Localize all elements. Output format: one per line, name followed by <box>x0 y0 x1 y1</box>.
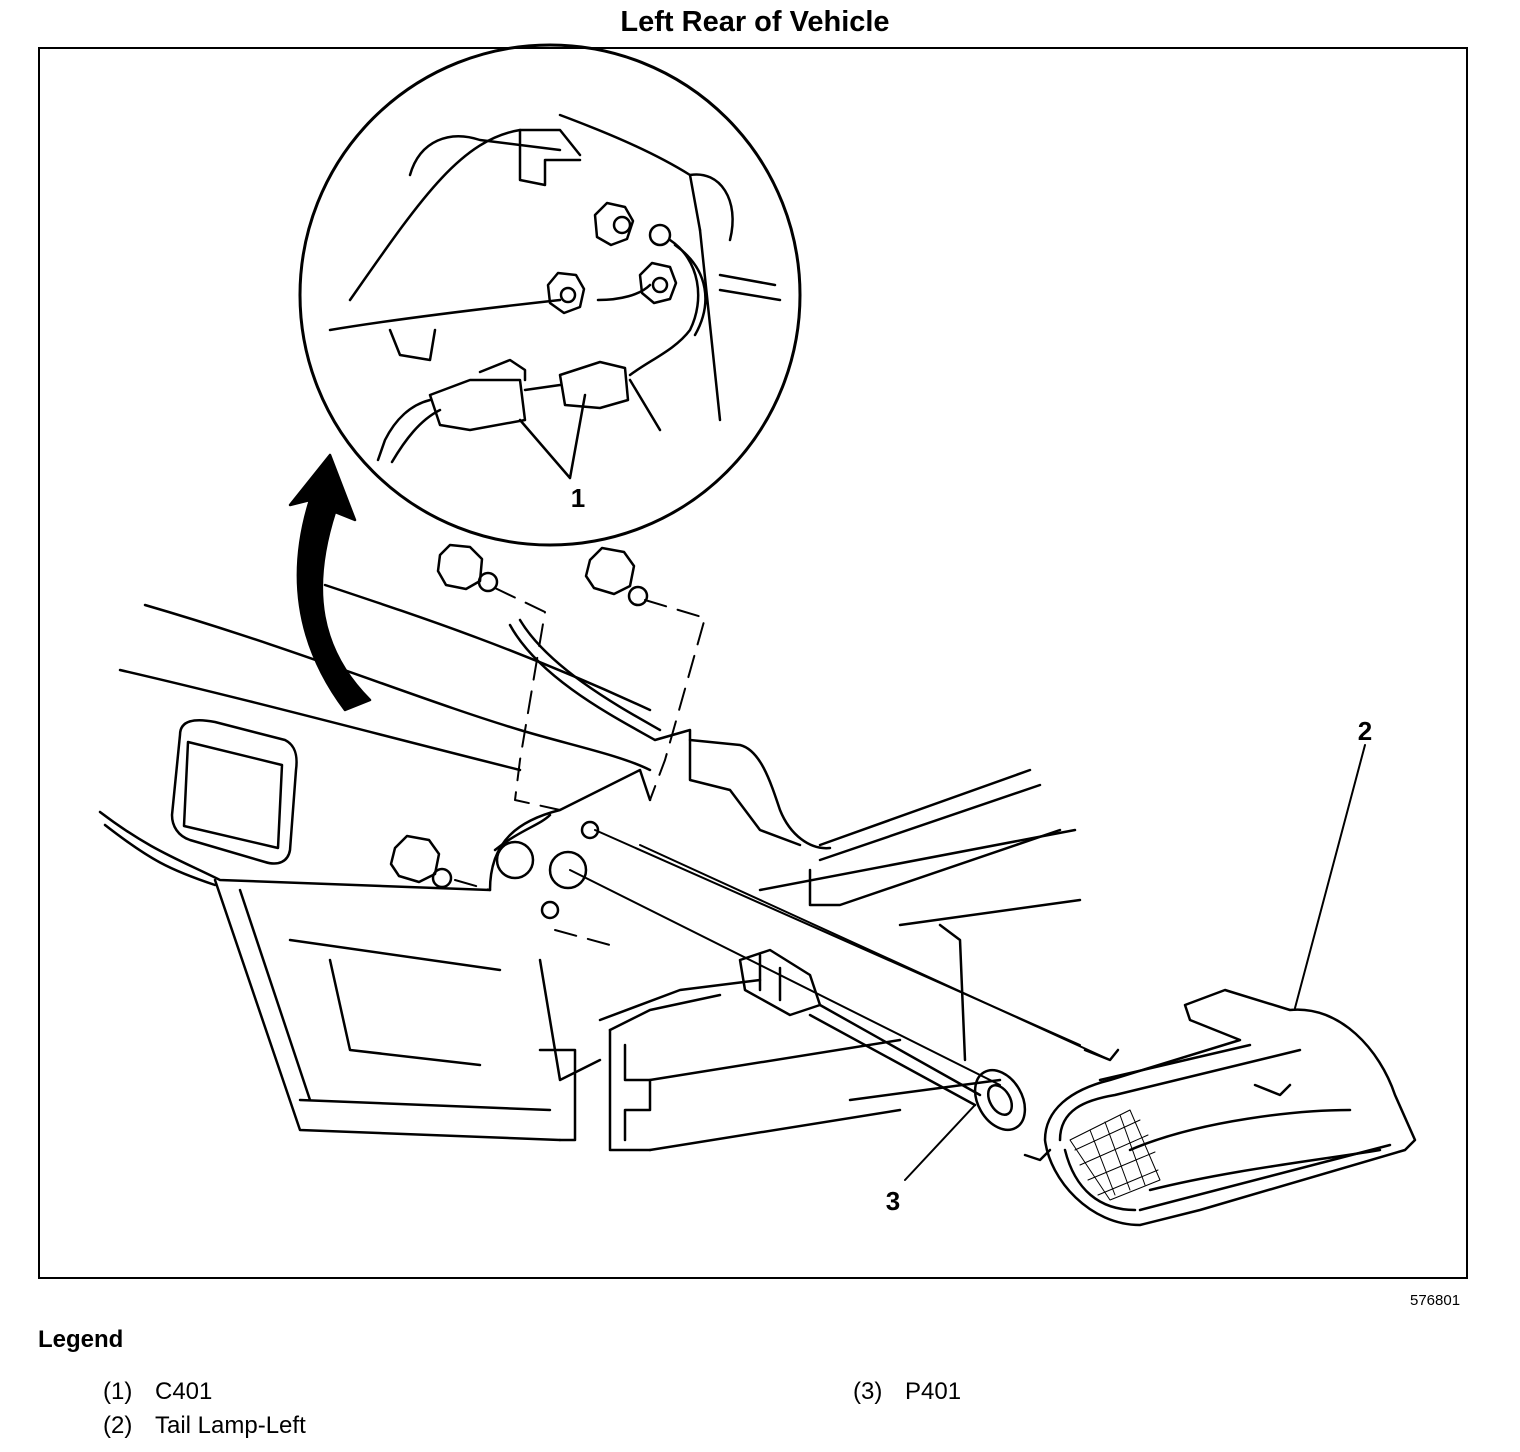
detail-magnifier-circle <box>298 43 802 547</box>
leader-line-3 <box>904 1104 976 1181</box>
leader-line-2 <box>1294 744 1366 1009</box>
legend-item-label: C401 <box>155 1378 213 1405</box>
legend-item-label: P401 <box>905 1378 962 1405</box>
legend-item-3: (3) P401 <box>853 1378 961 1406</box>
diagram-frame <box>38 47 1468 1279</box>
callout-2: 2 <box>1358 716 1372 746</box>
legend-item-2: (2) Tail Lamp-Left <box>103 1412 306 1440</box>
install-path-lines <box>454 587 706 946</box>
legend-item-number: (1) <box>103 1378 133 1405</box>
legend-item-number: (3) <box>853 1378 883 1405</box>
legend-item-number: (2) <box>103 1412 133 1439</box>
grommet <box>973 1068 1027 1132</box>
vehicle-illustration: 1 2 3 <box>98 43 1417 1227</box>
figure-id: 576801 <box>1410 1292 1461 1309</box>
callout-1: 1 <box>571 483 585 513</box>
tail-lamp-left <box>1023 988 1417 1227</box>
p401-connector <box>738 948 982 1107</box>
diagram-title: Left Rear of Vehicle <box>620 6 890 38</box>
callout-3: 3 <box>886 1186 900 1216</box>
vehicle-body <box>98 583 1082 1152</box>
legend-item-label: Tail Lamp-Left <box>155 1412 306 1439</box>
alignment-lines <box>569 829 1111 1086</box>
bulb-sockets <box>389 543 649 889</box>
curved-arrow <box>288 453 372 712</box>
legend-heading: Legend <box>38 1326 124 1353</box>
legend-item-1: (1) C401 <box>103 1378 212 1406</box>
